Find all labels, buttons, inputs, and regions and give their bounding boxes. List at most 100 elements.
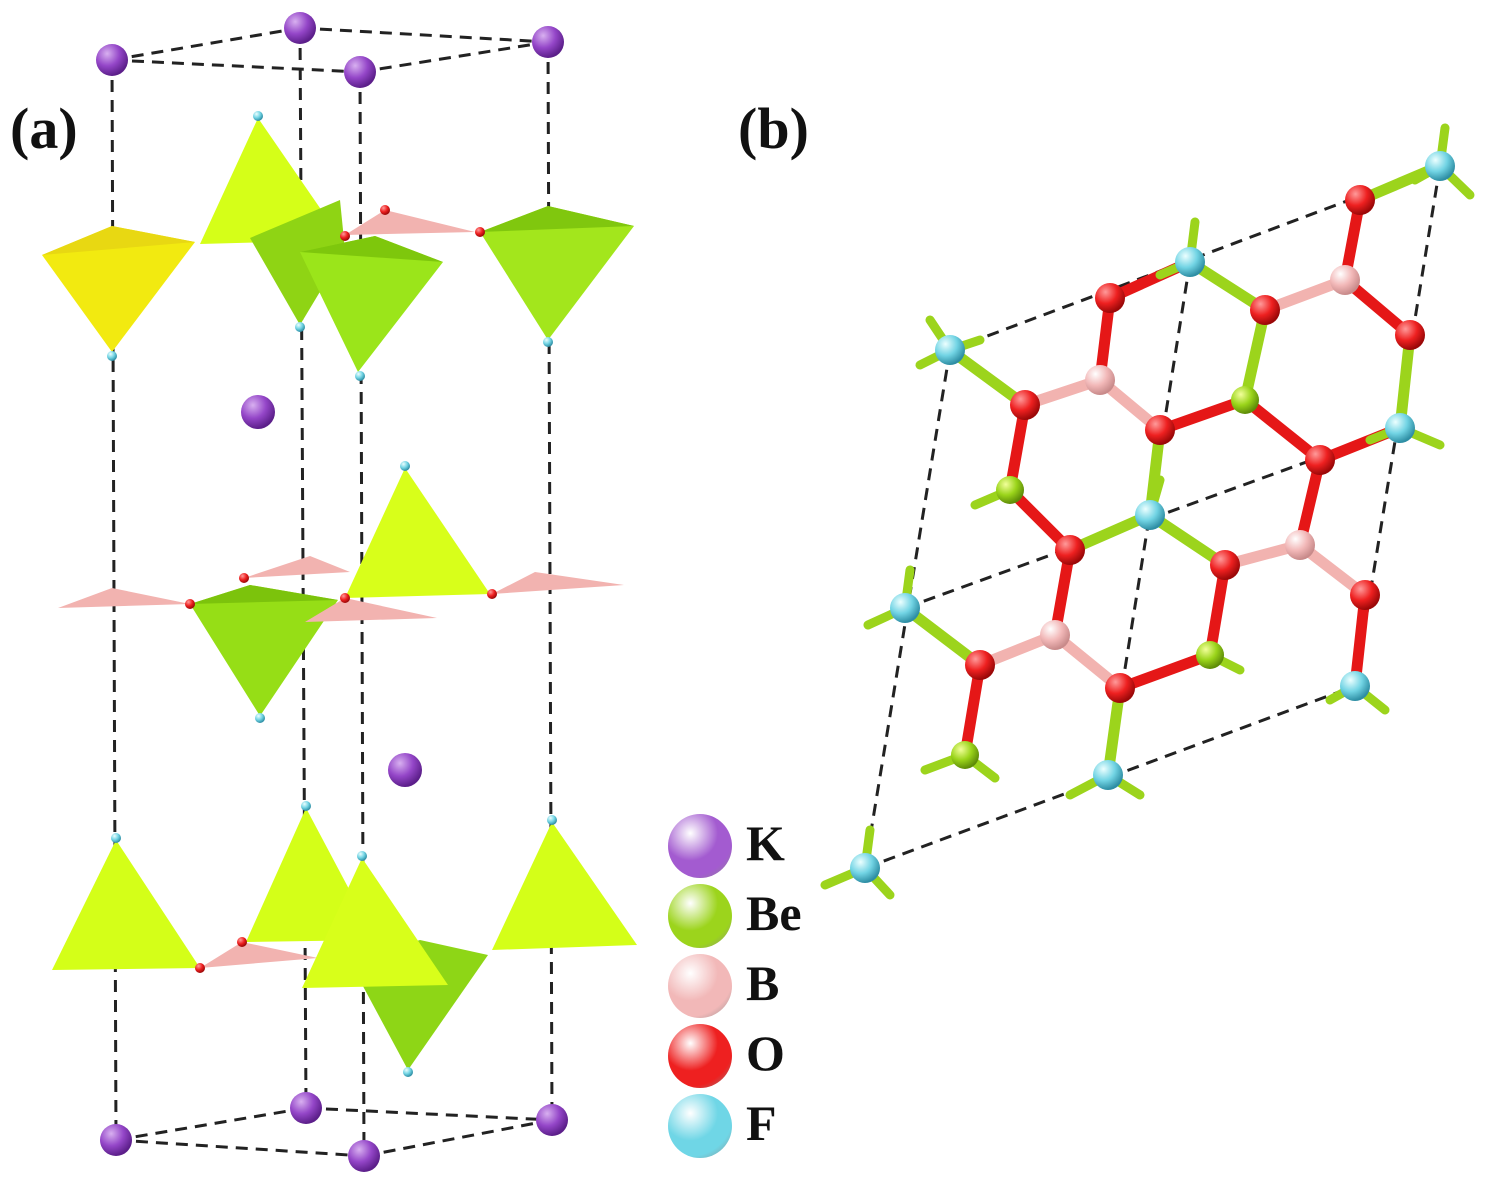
middle-layer — [58, 468, 624, 716]
be-tetrahedra-bottom-layer — [52, 808, 637, 1070]
be-tetrahedron — [200, 118, 342, 244]
o-atom — [1010, 390, 1040, 420]
f-atom — [1135, 500, 1165, 530]
o-atom — [195, 963, 205, 973]
be-atoms-b — [951, 386, 1259, 769]
o-atom — [380, 205, 390, 215]
b-atom — [1085, 365, 1115, 395]
be-tetrahedron-face — [480, 206, 634, 232]
f-atom — [111, 833, 121, 843]
k-atom — [290, 1092, 322, 1124]
b-atom — [1040, 620, 1070, 650]
legend-item-o: O — [668, 1022, 848, 1092]
be-tetrahedron — [250, 200, 345, 325]
f-atom — [301, 801, 311, 811]
o-atom — [340, 593, 350, 603]
o-atom — [965, 650, 995, 680]
o-atom — [237, 937, 247, 947]
o-atom — [1350, 580, 1380, 610]
o-atom — [1145, 415, 1175, 445]
f-atom — [547, 815, 557, 825]
f-atom — [1340, 671, 1370, 701]
f-atom — [107, 351, 117, 361]
be-sphere-icon — [668, 884, 732, 948]
k-atom — [532, 26, 564, 58]
o-atom — [475, 227, 485, 237]
o-atom — [1055, 535, 1085, 565]
panel-label-a: (a) — [10, 96, 78, 161]
b-triangle — [345, 210, 475, 235]
b-sphere-icon — [668, 954, 732, 1018]
o-atom — [1250, 295, 1280, 325]
k-atom — [536, 1104, 568, 1136]
be-tetrahedron-face — [42, 226, 195, 255]
o-atom — [1210, 550, 1240, 580]
b-atoms-b — [1040, 265, 1360, 650]
be-tetrahedron — [492, 822, 637, 950]
be-tetrahedron-face — [300, 236, 443, 262]
be-tetrahedron — [190, 585, 338, 716]
o-atom — [340, 231, 350, 241]
f-atom — [543, 337, 553, 347]
o-atom — [487, 589, 497, 599]
be-tetrahedron-face — [190, 585, 338, 604]
legend-item-b: B — [668, 952, 848, 1022]
be-tetrahedron — [302, 858, 448, 988]
f-atom — [357, 851, 367, 861]
legend-label: B — [746, 955, 780, 1011]
b-triangle — [58, 588, 190, 608]
b-atom — [1330, 265, 1360, 295]
f-atom — [850, 853, 880, 883]
panel-label-b: (b) — [738, 96, 809, 161]
be-atom — [996, 476, 1024, 504]
o-atoms-a — [185, 205, 497, 973]
o-atom — [1305, 445, 1335, 475]
f-atom — [1385, 413, 1415, 443]
f-atom — [1425, 151, 1455, 181]
be-tetrahedron — [480, 206, 634, 340]
legend-label: Be — [746, 885, 802, 941]
panel-a-structure — [42, 12, 637, 1172]
f-atom — [403, 1067, 413, 1077]
legend-label: K — [746, 815, 785, 871]
f-atom — [1093, 760, 1123, 790]
k-atom — [348, 1140, 380, 1172]
b-triangle — [244, 556, 350, 578]
o-atoms-b — [965, 185, 1425, 703]
be-atom — [1196, 641, 1224, 669]
f-atom — [935, 335, 965, 365]
f-atom — [295, 322, 305, 332]
k-atom — [241, 395, 275, 429]
b-triangle — [492, 572, 624, 594]
o-atom — [239, 573, 249, 583]
o-atom — [185, 599, 195, 609]
k-atom — [100, 1124, 132, 1156]
be-tetrahedron — [345, 468, 490, 598]
be-tetrahedra-top-layer — [42, 118, 634, 372]
legend-item-be: Be — [668, 882, 848, 952]
k-atom — [388, 753, 422, 787]
f-atom — [255, 713, 265, 723]
f-atoms-b — [850, 151, 1455, 883]
f-sphere-icon — [668, 1094, 732, 1158]
legend-label: F — [746, 1095, 777, 1151]
f-atom — [890, 593, 920, 623]
o-sphere-icon — [668, 1024, 732, 1088]
k-atom — [96, 44, 128, 76]
k-sphere-icon — [668, 814, 732, 878]
legend-item-k: K — [668, 812, 848, 882]
f-atom — [253, 111, 263, 121]
f-atom — [355, 371, 365, 381]
o-atom — [1395, 320, 1425, 350]
element-legend: K Be B O F — [668, 812, 848, 1162]
legend-label: O — [746, 1025, 785, 1081]
k-atom — [284, 12, 316, 44]
be-tetrahedron — [42, 226, 195, 352]
f-atom — [400, 461, 410, 471]
o-atom — [1345, 185, 1375, 215]
legend-item-f: F — [668, 1092, 848, 1162]
panel-b-structure — [820, 123, 1475, 900]
be-atom — [951, 741, 979, 769]
b-triangle — [305, 598, 437, 622]
b-triangle — [200, 942, 318, 968]
